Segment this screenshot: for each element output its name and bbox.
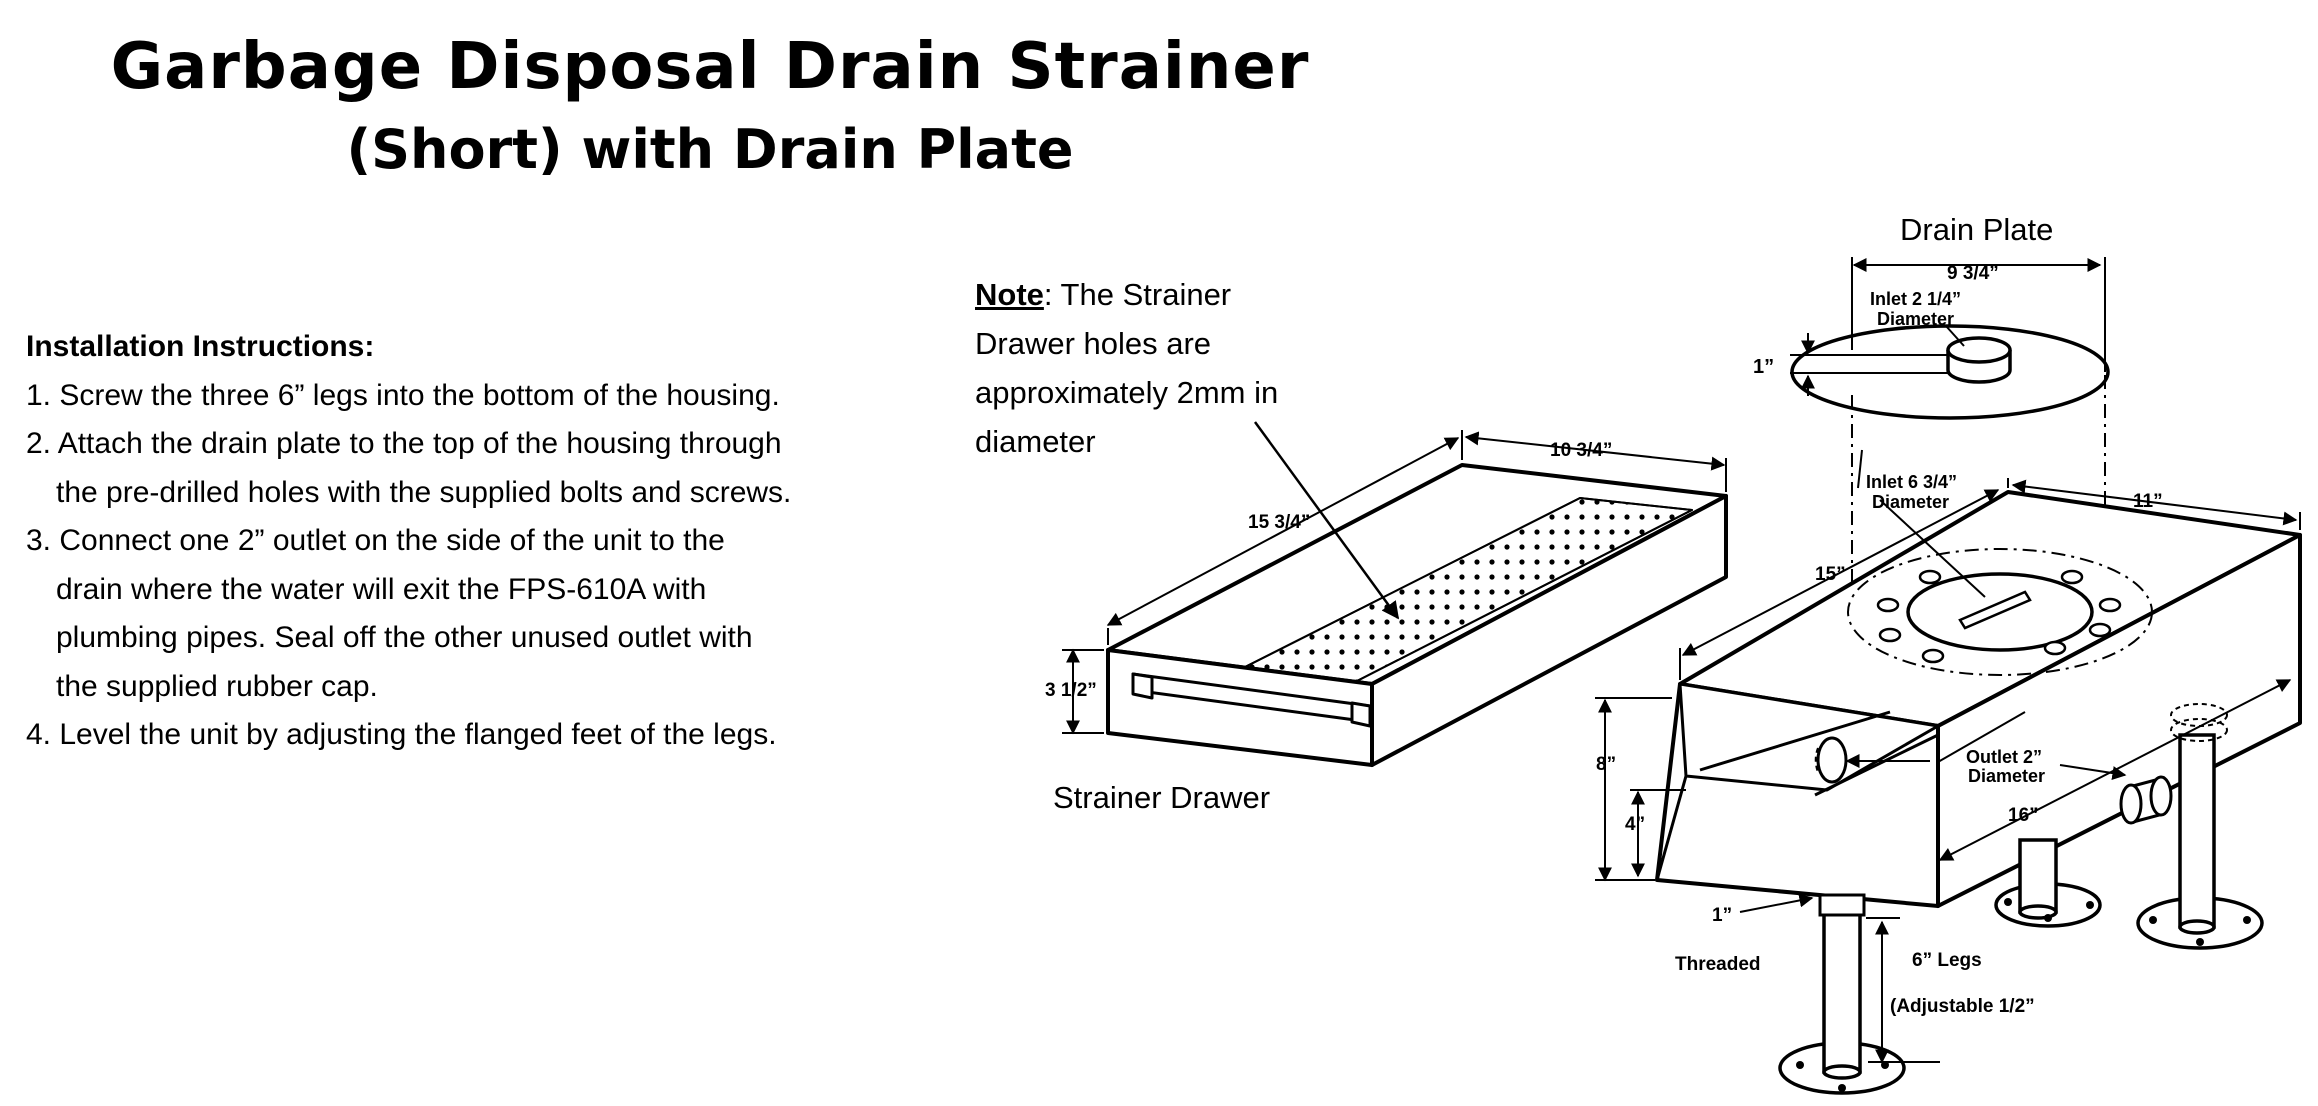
instruction-step-3-continued: the supplied rubber cap. (56, 669, 378, 703)
plate-inlet-top (1946, 336, 2012, 364)
drawer-width-dim-line (1464, 431, 1726, 471)
housing-lower-label: 4” (1625, 814, 1645, 835)
outlet-label-line1: Outlet 2” (1966, 747, 2042, 767)
housing-depth-dim-line (1681, 489, 2000, 656)
strainer-drawer (1106, 463, 1728, 767)
leg-thread-label: 1” (1712, 905, 1732, 926)
instruction-step-3-continued: drain where the water will exit the FPS-… (56, 572, 707, 606)
housing-length-label: 16” (2008, 805, 2039, 826)
outlet-label-line2: Diameter (1968, 766, 2045, 786)
drain-plate-caption: Drain Plate (1900, 212, 2054, 247)
adjustable-label: (Adjustable 1/2” (1890, 996, 2035, 1017)
instruction-step-2: 2. Attach the drain plate to the top of … (26, 427, 782, 460)
housing-inlet-label-line1: Inlet 6 3/4” (1866, 472, 1957, 492)
instruction-step-3: 3. Connect one 2” outlet on the side of … (26, 524, 725, 557)
instruction-step-2-continued: the pre-drilled holes with the supplied … (56, 475, 792, 509)
plate-height-label: 1” (1753, 356, 1774, 378)
drawer-length-dim-line (1106, 437, 1460, 626)
threaded-label: Threaded (1675, 954, 1761, 975)
drain-plate (1790, 324, 2110, 420)
plate-inlet-label-line2: Diameter (1877, 309, 1954, 329)
instructions-heading: Installation Instructions: (26, 330, 375, 363)
note-line-1: : The Strainer (1043, 277, 1232, 312)
strainer-drawer-caption: Strainer Drawer (1053, 780, 1271, 815)
plate-inlet-label-line1: Inlet 2 1/4” (1870, 289, 1961, 309)
housing-width-dim-line (2011, 479, 2298, 526)
drawer-length-label: 15 3/4” (1248, 512, 1310, 533)
drawer-height-label: 3 1/2” (1045, 680, 1097, 701)
title-line-1: Garbage Disposal Drain Strainer (110, 30, 1310, 104)
front-outlet (1816, 736, 1848, 784)
instruction-step-1: 1. Screw the three 6” legs into the bott… (26, 378, 780, 412)
outlet-pointer-right (2059, 764, 2127, 781)
plate-width-label: 9 3/4” (1947, 263, 1999, 284)
drawer-width-label: 10 3/4” (1550, 440, 1612, 461)
instruction-step-3-continued: plumbing pipes. Seal off the other unuse… (56, 621, 753, 654)
housing-height-label: 8” (1596, 754, 1616, 775)
note-line-3: approximately 2mm in (975, 375, 1279, 410)
note-line-2: Drawer holes are (975, 326, 1212, 361)
legs-label: 6” Legs (1912, 950, 1982, 971)
instruction-step-4: 4. Level the unit by adjusting the flang… (26, 718, 777, 751)
note-label: Note (975, 277, 1044, 312)
housing-inlet-label-line2: Diameter (1872, 492, 1949, 512)
title-line-2: (Short) with Drain Plate (346, 118, 1074, 181)
thread-pointer (1739, 893, 1814, 913)
leg-thread (1818, 893, 1866, 917)
installation-instructions: Installation Instructions: 1. Screw the … (26, 323, 906, 760)
housing-depth-label: 15” (1815, 564, 1846, 585)
strainer-note: Note: The Strainer Drawer holes are appr… (975, 270, 1315, 466)
housing-width-label: 11” (2133, 491, 2163, 512)
note-line-4: diameter (975, 424, 1096, 459)
